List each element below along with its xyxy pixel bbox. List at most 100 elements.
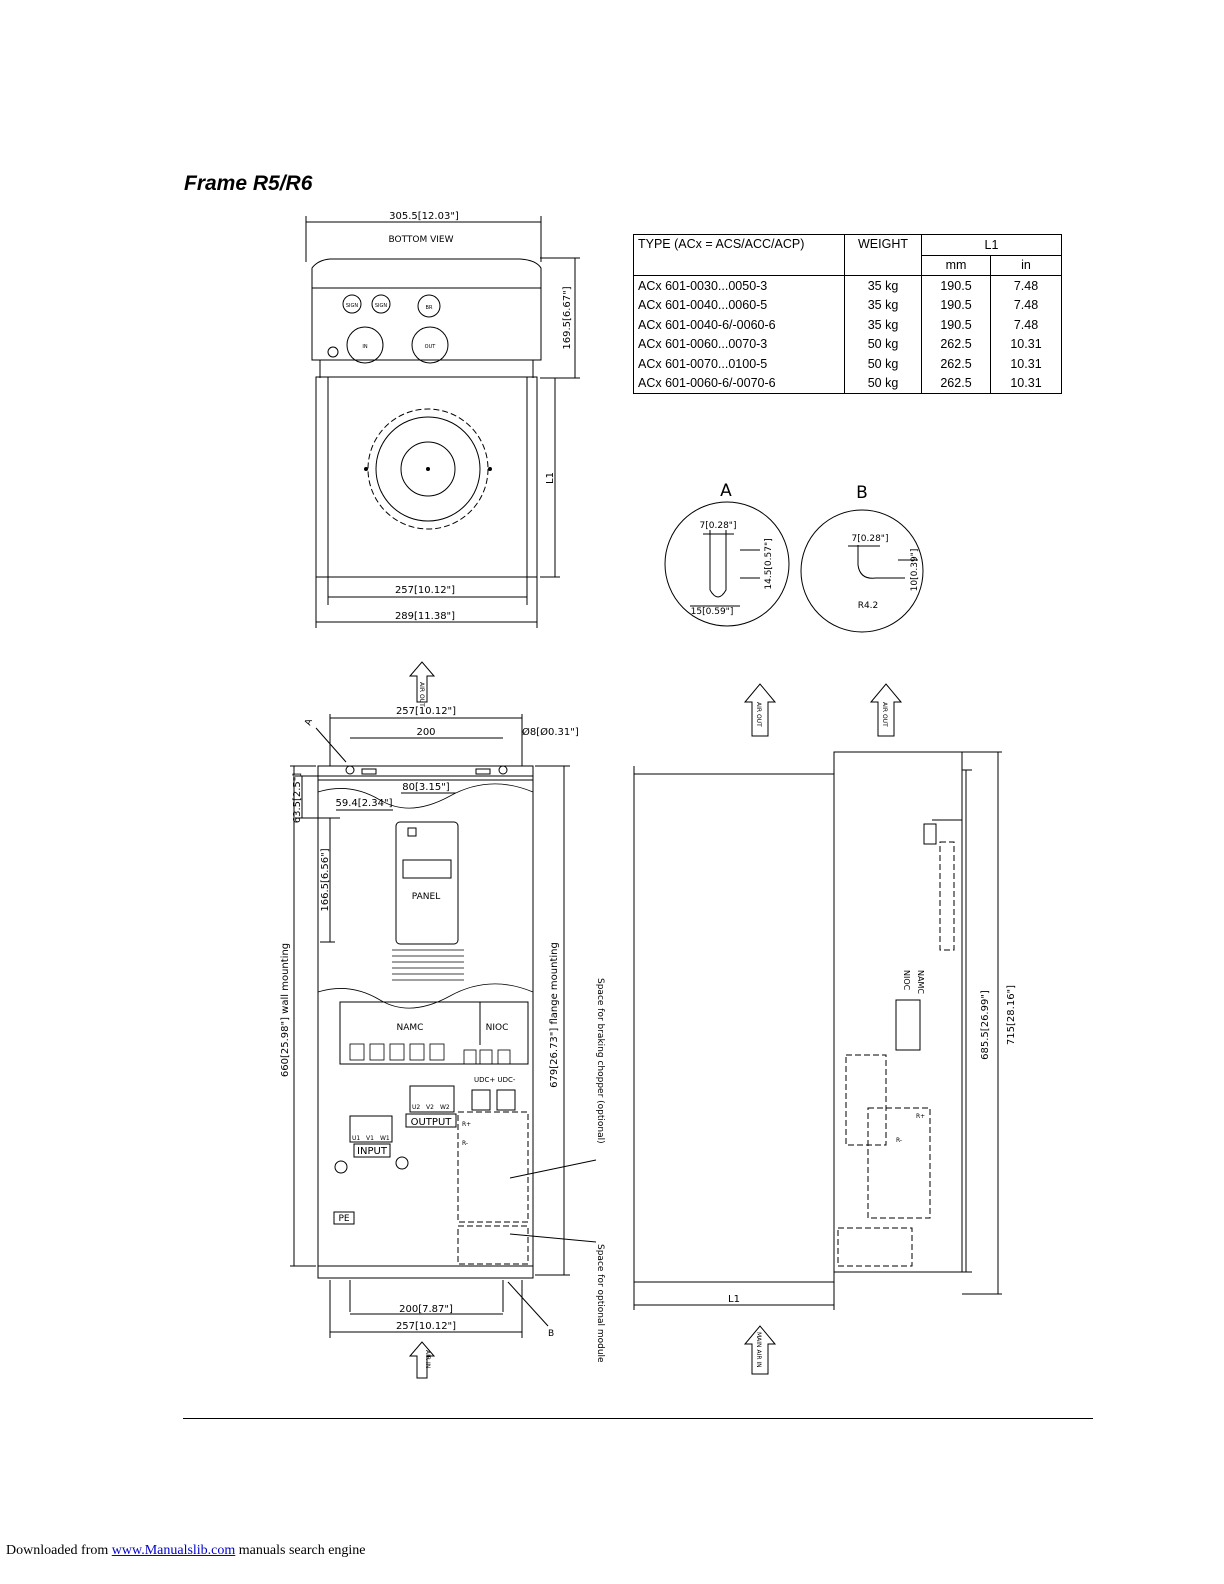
- front-view: AIR OUT 257[10.12"] 200 Ø8[Ø0.31"] A 80[…: [280, 661, 605, 1379]
- sign-hole-2: [371, 294, 391, 314]
- in-hole: [346, 326, 384, 364]
- svg-text:W2: W2: [440, 1104, 450, 1111]
- svg-text:NAMC: NAMC: [397, 1023, 424, 1033]
- bottom-view-label: BOTTOM VIEW: [388, 235, 453, 245]
- svg-text:NIOC: NIOC: [902, 970, 911, 991]
- svg-text:80[3.15"]: 80[3.15"]: [402, 782, 449, 793]
- cell-mm: 190.5: [921, 315, 991, 335]
- cell-mm: 262.5: [921, 354, 991, 374]
- svg-text:200[7.87"]: 200[7.87"]: [399, 1304, 453, 1315]
- footer-rule: [183, 1418, 1093, 1419]
- cell-in: 7.48: [990, 275, 1062, 296]
- svg-text:NIOC: NIOC: [486, 1023, 509, 1033]
- svg-text:B: B: [856, 483, 868, 503]
- side-l1: L1: [728, 1294, 740, 1305]
- cell-mm: 262.5: [921, 334, 991, 354]
- svg-text:14.5[0.57"]: 14.5[0.57"]: [764, 538, 774, 589]
- bottom-l1: L1: [545, 472, 556, 484]
- side-height-1: 685.5[26.99"]: [980, 990, 991, 1060]
- svg-text:A: A: [303, 717, 315, 727]
- svg-text:PANEL: PANEL: [412, 892, 440, 902]
- svg-text:166.5[6.56"]: 166.5[6.56"]: [320, 848, 331, 911]
- vent-grille: [392, 949, 464, 981]
- svg-text:NAMC: NAMC: [916, 970, 925, 994]
- cell-type: ACx 601-0060-6/-0070-6: [633, 373, 845, 394]
- svg-text:10[0.39"]: 10[0.39"]: [910, 549, 920, 592]
- svg-text:PE: PE: [338, 1214, 349, 1224]
- cell-type: ACx 601-0030...0050-3: [633, 275, 845, 296]
- svg-text:BR: BR: [426, 305, 433, 311]
- svg-text:7[0.28"]: 7[0.28"]: [700, 521, 737, 531]
- svg-text:AIR OUT: AIR OUT: [418, 682, 425, 707]
- svg-text:R+: R+: [462, 1121, 471, 1128]
- bottom-height: 169.5[6.67"]: [562, 286, 573, 349]
- cell-in: 10.31: [990, 373, 1062, 394]
- svg-text:15[0.59"]: 15[0.59"]: [691, 607, 734, 617]
- cell-in: 7.48: [990, 315, 1062, 335]
- svg-text:63.5[2.5"]: 63.5[2.5"]: [292, 773, 303, 824]
- flange-mounting-dim: 679[26.73"] flange mounting: [549, 942, 560, 1088]
- sign-hole-1: [342, 294, 362, 314]
- bottom-width-outer: 289[11.38"]: [395, 611, 455, 622]
- svg-text:INPUT: INPUT: [357, 1146, 388, 1157]
- svg-text:200: 200: [416, 727, 435, 738]
- side-air-out-arrow-1: [743, 683, 777, 737]
- detail-a: A 7[0.28"] 14.5[0.57"] 15[0.59"]: [664, 481, 790, 627]
- side-height-2: 715[28.16"]: [1006, 985, 1017, 1045]
- wall-mounting-dim: 660[25.98"] wall mounting: [280, 943, 291, 1077]
- module-note: Space for optional module: [595, 1244, 605, 1363]
- out-hole: [411, 326, 449, 364]
- svg-text:U1: U1: [352, 1135, 360, 1142]
- spec-table: TYPE (ACx = ACS/ACC/ACP) WEIGHT L1 mm in…: [633, 234, 1062, 394]
- svg-text:V1: V1: [366, 1135, 374, 1142]
- air-in-arrow: [408, 1341, 436, 1379]
- svg-text:7[0.28"]: 7[0.28"]: [852, 534, 889, 544]
- svg-text:U2: U2: [412, 1104, 420, 1111]
- svg-text:A: A: [720, 481, 732, 501]
- col-type-header: TYPE (ACx = ACS/ACC/ACP): [633, 234, 845, 276]
- svg-text:59.4[2.34"]: 59.4[2.34"]: [336, 798, 393, 809]
- svg-text:B: B: [548, 1329, 554, 1339]
- svg-text:V2: V2: [426, 1104, 434, 1111]
- cell-in: 7.48: [990, 295, 1062, 315]
- svg-text:MAIN AIR IN: MAIN AIR IN: [755, 1332, 762, 1368]
- control-panel: [395, 821, 459, 945]
- cell-weight: 50 kg: [844, 354, 922, 374]
- air-out-arrow: [408, 661, 436, 703]
- svg-text:UDC+ UDC-: UDC+ UDC-: [474, 1076, 516, 1084]
- col-weight-header: WEIGHT: [844, 234, 922, 276]
- svg-text:R+: R+: [916, 1113, 925, 1120]
- cell-mm: 190.5: [921, 275, 991, 296]
- earth-icon: [327, 346, 339, 358]
- svg-text:AIR OUT: AIR OUT: [881, 702, 888, 727]
- svg-text:R4.2: R4.2: [858, 601, 879, 611]
- cell-mm: 262.5: [921, 373, 991, 394]
- cell-weight: 35 kg: [844, 315, 922, 335]
- svg-text:AIR IN: AIR IN: [424, 1350, 431, 1368]
- svg-text:AIR OUT: AIR OUT: [755, 702, 762, 727]
- col-mm-header: mm: [921, 254, 991, 276]
- col-in-header: in: [990, 254, 1062, 276]
- manualslib-link[interactable]: www.Manualslib.com: [111, 1543, 236, 1558]
- page-footer: Downloaded from www.Manualslib.com manua…: [6, 1543, 366, 1559]
- bottom-width-top: 305.5[12.03"]: [389, 211, 459, 222]
- svg-text:SIGN: SIGN: [346, 303, 359, 309]
- svg-text:SIGN: SIGN: [375, 303, 388, 309]
- cell-weight: 50 kg: [844, 334, 922, 354]
- hole-diameter: Ø8[Ø0.31"]: [522, 726, 579, 738]
- page-title: Frame R5/R6: [184, 172, 313, 195]
- br-hole: [417, 294, 441, 318]
- svg-text:R-: R-: [462, 1140, 468, 1147]
- side-air-out-arrow-2: [869, 683, 903, 737]
- main-air-in-arrow: [743, 1325, 777, 1375]
- cell-type: ACx 601-0070...0100-5: [633, 354, 845, 374]
- chopper-note: Space for braking chopper (optional): [595, 978, 605, 1144]
- bottom-width-inner: 257[10.12"]: [395, 585, 455, 596]
- svg-text:W1: W1: [380, 1135, 390, 1142]
